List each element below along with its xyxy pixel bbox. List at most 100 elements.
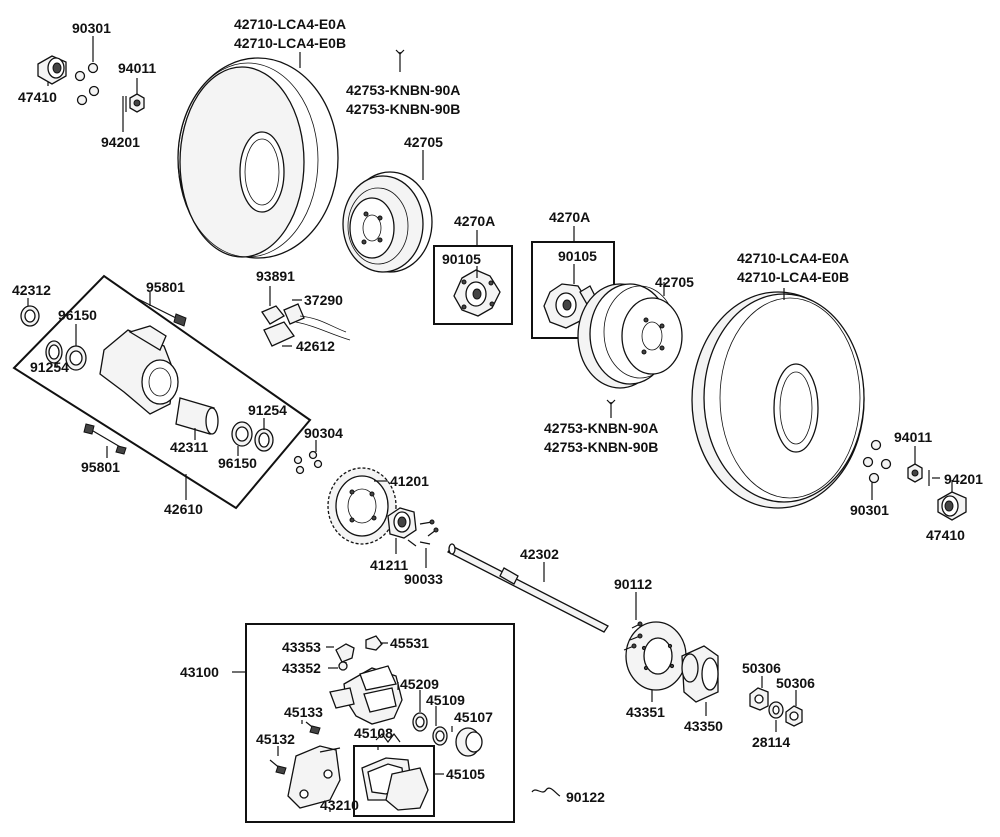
label-96150-a: 96150 [58,307,97,323]
label-94011-a: 94011 [118,60,156,76]
disc-hub-43350 [681,645,719,703]
label-90301-b: 90301 [850,502,889,518]
label-42302: 42302 [520,546,559,562]
bolt-95801-top [131,295,187,327]
label-valve-a-1: 42753-KNBN-90A [346,82,460,98]
label-45108: 45108 [354,725,393,741]
label-42612: 42612 [296,338,335,354]
nuts-90304 [293,450,323,475]
lug-nuts-left [74,62,100,106]
seal-91254-a [45,340,63,364]
caliper-body [329,665,403,725]
label-42312: 42312 [12,282,51,298]
label-valve-b-2: 42753-KNBN-90B [544,439,658,455]
label-47410-b: 47410 [926,527,965,543]
bearing-96150-b [231,421,253,447]
label-43350: 43350 [684,718,723,734]
label-45531: 45531 [390,635,429,651]
nut-94011-left [129,93,145,113]
hub-box-left [433,245,513,325]
sprocket-hub-41211 [387,507,417,539]
label-tire-a-1: 42710-LCA4-E0A [234,16,346,32]
shim-45105 [385,767,429,811]
label-45105: 45105 [446,766,485,782]
brake-disc-43351 [625,621,687,691]
label-94011-b: 94011 [894,429,932,445]
brake-pad-box [353,745,435,817]
label-tire-b-2: 42710-LCA4-E0B [737,269,849,285]
label-94201-b: 94201 [944,471,983,487]
bearing-96150-a [65,345,87,371]
bolt-45531 [365,635,383,651]
hub-flange-left [453,269,501,317]
right-rim [577,283,683,389]
label-tire-b-1: 42710-LCA4-E0A [737,250,849,266]
cap-nut-47410-right [937,491,967,521]
label-90122: 90122 [566,789,605,805]
left-rim [342,171,433,273]
label-valve-b-1: 42753-KNBN-90A [544,420,658,436]
label-hub-box-a: 4270A [454,213,495,229]
label-45209: 45209 [400,676,439,692]
label-42311: 42311 [170,439,208,455]
washer-28114 [768,701,784,719]
label-90112: 90112 [614,576,652,592]
seal-91254-b [254,428,274,452]
nut-94011-right [907,463,923,483]
sensor-assembly [261,303,351,347]
pin-45132 [269,759,287,775]
label-45107: 45107 [454,709,493,725]
label-96150-b: 96150 [218,455,257,471]
nut-50306-a [749,687,769,711]
label-50306-a: 50306 [742,660,781,676]
cap-nut-47410-left [37,55,67,85]
lug-nuts-right [862,439,892,484]
bolt-95801-bottom [83,423,127,455]
axle-sleeve-42311 [175,397,219,435]
label-50306-b: 50306 [776,675,815,691]
bolts-90033 [407,519,439,547]
cap-43352 [338,661,348,671]
label-43351: 43351 [626,704,665,720]
label-valve-a-2: 42753-KNBN-90B [346,101,460,117]
label-45133: 45133 [284,704,323,720]
label-37290: 37290 [304,292,343,308]
label-28114: 28114 [752,734,790,750]
label-41211: 41211 [370,557,408,573]
label-41201: 41201 [390,473,429,489]
valve-stem-left [395,49,405,72]
label-95801-b: 95801 [81,459,120,475]
cotter-pin-left [122,96,127,112]
label-rim-b: 42705 [655,274,694,290]
brake-caliper-box [245,623,515,823]
pin-45133 [305,721,321,735]
label-43353: 43353 [282,639,321,655]
label-91254-a: 91254 [30,359,69,375]
left-tire [177,57,339,259]
label-43100: 43100 [180,664,219,680]
label-94201-a: 94201 [101,134,140,150]
label-90301-a: 90301 [72,20,111,36]
right-tire [691,291,865,509]
label-45109: 45109 [426,692,465,708]
axle-housing [99,325,179,415]
label-90304: 90304 [304,425,343,441]
label-rim-a: 42705 [404,134,443,150]
clip-90122 [531,787,561,797]
bracket-43210 [287,745,341,809]
label-hub-b: 90105 [558,248,597,264]
label-hub-a: 90105 [442,251,481,267]
label-90033: 90033 [404,571,443,587]
spring-45108 [375,733,401,743]
valve-stem-right [606,399,616,418]
sprocket-41201 [327,467,397,545]
label-91254-b: 91254 [248,402,287,418]
label-47410-a: 47410 [18,89,57,105]
axle-housing-box [12,274,312,510]
label-95801-a: 95801 [146,279,185,295]
bolts-90112 [623,621,643,651]
label-43352: 43352 [282,660,321,676]
rear-axle-42302 [447,543,609,633]
label-93891: 93891 [256,268,295,284]
